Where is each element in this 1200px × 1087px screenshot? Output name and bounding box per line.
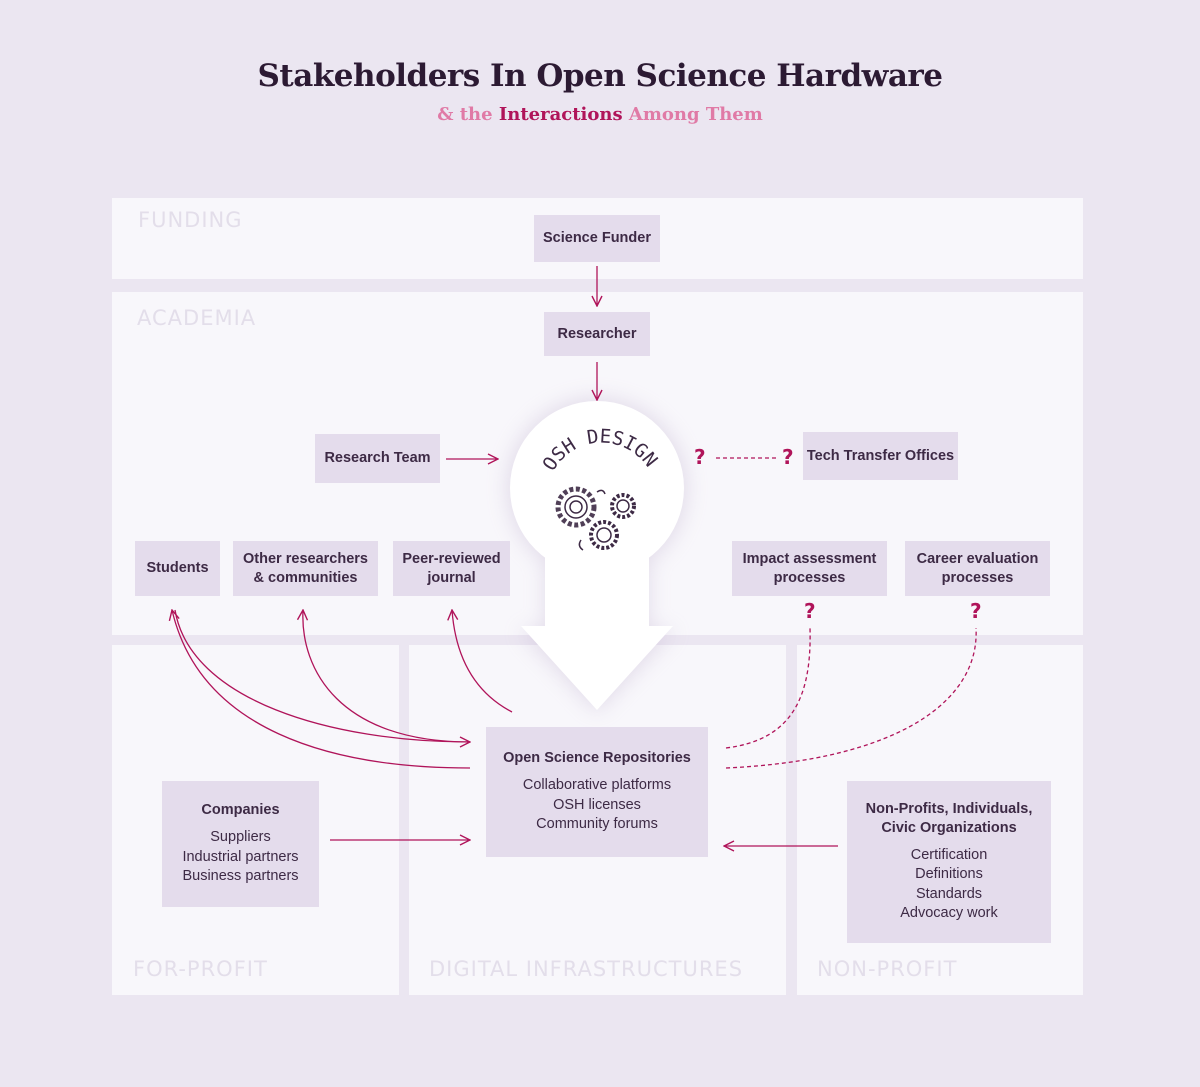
subtitle-highlight: Interactions <box>498 104 623 125</box>
zone-label-for-profit: FOR-PROFIT <box>133 957 268 981</box>
page-title: Stakeholders In Open Science Hardware <box>257 58 943 94</box>
node-companies-item: Business partners <box>182 868 299 885</box>
node-researcher: Researcher <box>544 312 650 356</box>
dashed-repo-career <box>725 627 977 769</box>
node-companies-item: Suppliers <box>210 829 271 846</box>
question-mark-osh: ? <box>694 445 706 469</box>
node-science-funder: Science Funder <box>534 215 660 262</box>
node-research-team-label: Research Team <box>324 450 431 467</box>
node-repositories-item: Community forums <box>536 816 658 833</box>
node-peer-reviewed-line1: Peer-reviewed <box>402 550 501 567</box>
node-companies-title: Companies <box>201 802 280 819</box>
node-career-evaluation-line2: processes <box>941 569 1014 586</box>
arrow-students-to-repo <box>174 609 470 742</box>
node-repositories-item: Collaborative platforms <box>522 777 672 794</box>
node-non-profits-item: Advocacy work <box>900 905 998 922</box>
node-peer-reviewed-line2: journal <box>427 569 476 586</box>
node-non-profits-item: Standards <box>915 885 983 902</box>
zone-label-digital: DIGITAL INFRASTRUCTURES <box>429 957 744 981</box>
node-other-researchers: Other researchers & communities <box>233 541 378 596</box>
question-mark-career: ? <box>970 599 982 623</box>
node-students-label: Students <box>146 560 209 577</box>
node-non-profits: Non-Profits, Individuals, Civic Organiza… <box>847 781 1051 943</box>
node-non-profits-title-line1: Non-Profits, Individuals, <box>865 801 1033 818</box>
osh-design-bulb <box>510 401 684 710</box>
page-subtitle: & the Interactions Among Them <box>0 104 1200 125</box>
node-non-profits-title-line2: Civic Organizations <box>881 819 1017 836</box>
node-researcher-label: Researcher <box>557 325 637 342</box>
arrow-repo-to-other-researchers <box>303 610 471 743</box>
zone-label-non-profit: NON-PROFIT <box>817 957 958 981</box>
node-companies: Companies Suppliers Industrial partners … <box>162 781 319 907</box>
question-mark-impact: ? <box>804 599 816 623</box>
node-other-researchers-line1: Other researchers <box>243 550 368 567</box>
node-companies-item: Industrial partners <box>182 848 299 865</box>
subtitle-post: Among Them <box>622 104 763 125</box>
node-tech-transfer: Tech Transfer Offices <box>803 432 958 480</box>
node-students: Students <box>135 541 220 596</box>
node-non-profits-item: Certification <box>910 846 988 863</box>
node-career-evaluation: Career evaluation processes <box>905 541 1050 596</box>
node-career-evaluation-line1: Career evaluation <box>916 550 1039 567</box>
node-impact-assessment-line1: Impact assessment <box>742 550 877 567</box>
node-science-funder-label: Science Funder <box>543 230 651 247</box>
gears-icon <box>555 486 636 551</box>
node-tech-transfer-label: Tech Transfer Offices <box>806 447 955 464</box>
node-impact-assessment: Impact assessment processes <box>732 541 887 596</box>
node-research-team: Research Team <box>315 434 440 483</box>
node-repositories: Open Science Repositories Collaborative … <box>486 727 708 857</box>
node-other-researchers-line2: & communities <box>253 569 358 586</box>
dashed-repo-impact <box>725 627 811 749</box>
arrow-repo-to-students <box>172 610 471 769</box>
node-non-profits-item: Definitions <box>915 866 983 883</box>
node-repositories-item: OSH licenses <box>553 796 641 813</box>
question-mark-tech-transfer: ? <box>782 445 794 469</box>
zone-label-academia: ACADEMIA <box>137 306 257 330</box>
arrow-osh-to-journal <box>452 610 513 713</box>
node-impact-assessment-line2: processes <box>773 569 846 586</box>
node-peer-reviewed: Peer-reviewed journal <box>393 541 510 596</box>
zone-label-funding: FUNDING <box>138 208 243 232</box>
subtitle-pre: & the <box>437 104 499 125</box>
node-repositories-title: Open Science Repositories <box>503 750 691 767</box>
